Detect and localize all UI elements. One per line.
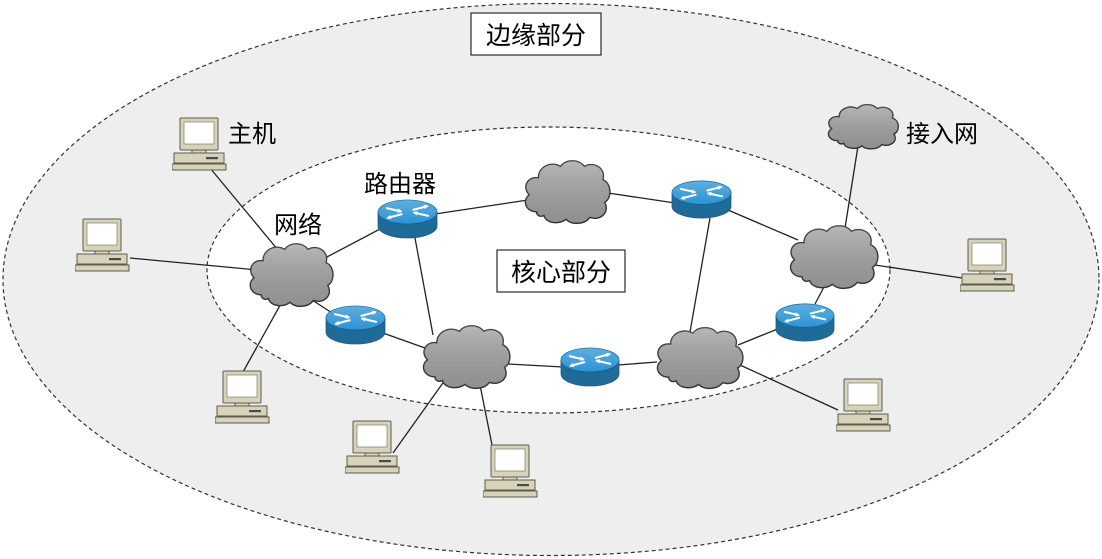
links — [129, 145, 963, 456]
host-computer-icon — [75, 218, 130, 272]
host-computer-icon — [483, 444, 538, 498]
network-link — [392, 379, 446, 454]
network-link — [617, 361, 658, 366]
edge-region-label-box — [470, 12, 602, 56]
network-link — [689, 217, 711, 333]
network-link — [607, 192, 676, 204]
router-icon — [776, 304, 834, 341]
router-label: 路由器 — [364, 170, 436, 198]
host-computer-icon — [960, 238, 1015, 292]
network-link — [737, 327, 781, 346]
network-link — [129, 257, 259, 271]
host-computer-icon — [345, 420, 400, 474]
core-region-label: 核心部分 — [511, 258, 611, 287]
router-icon — [326, 306, 385, 344]
network-label: 网络 — [274, 211, 322, 239]
network-link — [434, 199, 529, 215]
router-icon — [561, 348, 619, 386]
network-link — [479, 384, 495, 456]
host-computer-icon — [836, 378, 891, 432]
network-link — [844, 145, 859, 229]
host-computer-icon — [215, 370, 270, 424]
router-icon — [672, 181, 731, 218]
core-region-label-box — [496, 249, 626, 293]
access-network-label: 接入网 — [906, 120, 978, 148]
network-link — [874, 264, 963, 279]
host-computer-icon — [172, 117, 227, 171]
network-link — [242, 299, 284, 373]
router-icon — [378, 200, 437, 238]
network-link — [209, 167, 279, 251]
host-label: 主机 — [228, 120, 276, 148]
network-link — [727, 209, 799, 241]
edge-region-label: 边缘部分 — [486, 21, 586, 50]
network-link — [324, 227, 383, 259]
network-link — [414, 237, 434, 336]
network-link — [382, 332, 426, 349]
network-link — [739, 364, 839, 411]
network-link — [507, 363, 564, 368]
